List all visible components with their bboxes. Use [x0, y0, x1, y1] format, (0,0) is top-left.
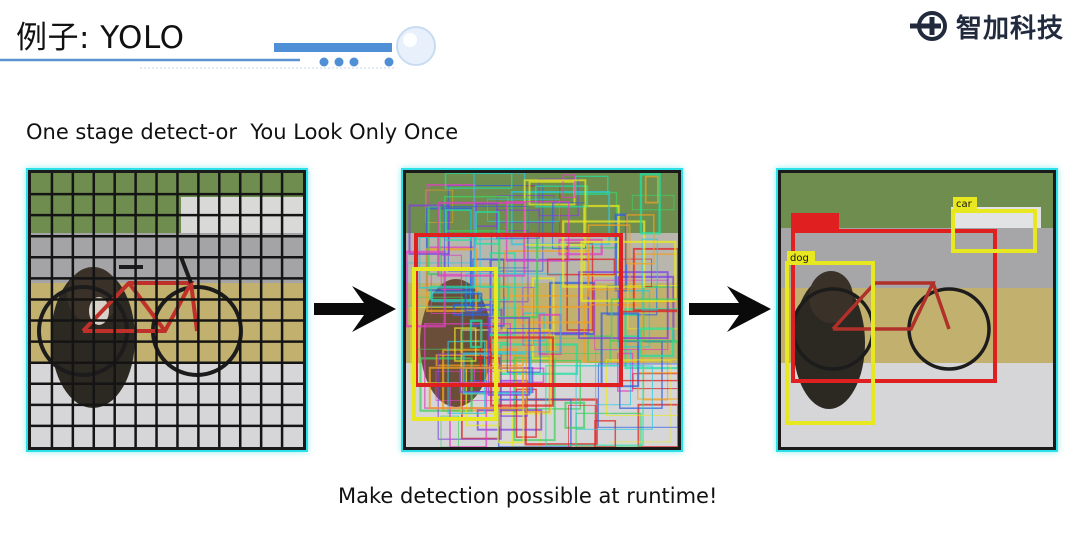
final-detections-panel: bicycle car dog: [778, 170, 1056, 450]
logo-plus-circle-icon: [908, 9, 952, 43]
photo-grid-icon: [31, 173, 303, 447]
dog-label: dog: [790, 253, 809, 264]
bicycle-label: bicycle: [795, 217, 830, 228]
subtitle: One stage detect-or You Look Only Once: [26, 118, 458, 146]
candidate-boxes-panel: [403, 170, 681, 450]
grid-image-panel: [28, 170, 306, 450]
right-arrow-icon: [689, 282, 771, 336]
logo-text: 智加科技: [956, 8, 1064, 45]
caption: Make detection possible at runtime!: [338, 482, 717, 510]
car-label: car: [956, 199, 973, 210]
page-title: 例子: YOLO: [16, 18, 185, 58]
company-logo: 智加科技: [908, 8, 1064, 44]
photo-detections-icon: bicycle car dog: [781, 173, 1053, 447]
right-arrow-icon: [314, 282, 396, 336]
photo-boxes-icon: [406, 173, 678, 447]
